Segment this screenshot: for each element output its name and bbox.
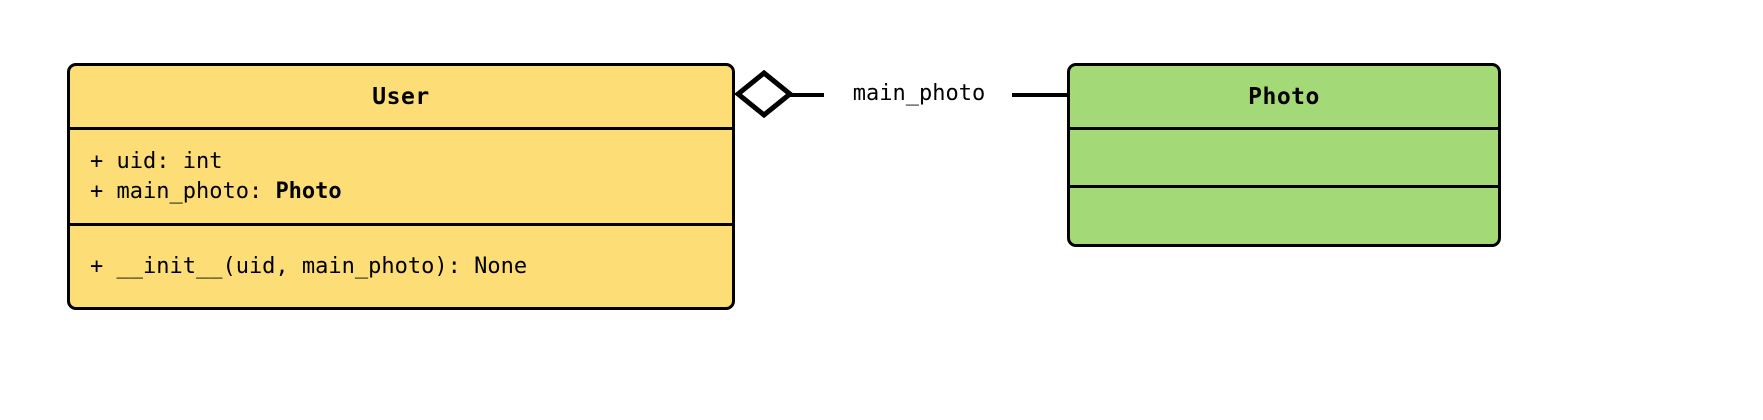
uml-attribute-uid: + uid: int <box>90 148 223 174</box>
aggregation-diamond-icon <box>734 69 794 119</box>
uml-class-user-title: User <box>372 83 430 110</box>
uml-class-user-attributes: + uid: int + main_photo: Photo <box>70 127 732 223</box>
uml-class-photo-attributes <box>1070 127 1498 185</box>
uml-attribute-main-photo: + main_photo: Photo <box>90 177 714 207</box>
uml-class-photo-methods <box>1070 185 1498 244</box>
uml-method-init: + __init__(uid, main_photo): None <box>90 253 528 279</box>
uml-class-user-methods: + __init__(uid, main_photo): None <box>70 223 732 307</box>
association-label-main-photo: main_photo <box>824 80 1014 108</box>
uml-attribute-main-photo-type: Photo <box>275 178 342 204</box>
uml-class-user[interactable]: User + uid: int + main_photo: Photo + __… <box>67 63 735 310</box>
uml-attribute-main-photo-prefix: + main_photo: <box>90 178 276 204</box>
association-line-right <box>1012 93 1068 97</box>
uml-class-photo[interactable]: Photo <box>1067 63 1501 247</box>
uml-class-photo-title: Photo <box>1248 83 1320 110</box>
association-line-left <box>790 93 824 97</box>
